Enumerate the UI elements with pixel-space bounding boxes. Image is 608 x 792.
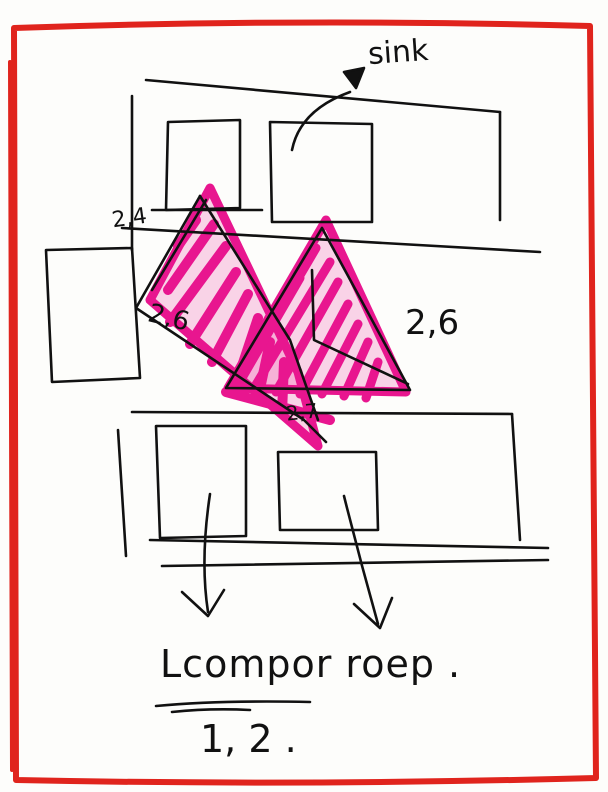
sink-label: sink (366, 32, 430, 73)
measure-2-7-label: 2,7 (284, 398, 319, 426)
right-triangle-label: 2,6 (405, 303, 460, 343)
measure-2-4-label: 2,4 (110, 203, 149, 234)
subtitle-label: 1, 2 . (200, 717, 297, 761)
red-frame (8, 19, 599, 786)
ink-linework (44, 66, 550, 714)
title-label: Lcompor roep . (160, 642, 462, 686)
